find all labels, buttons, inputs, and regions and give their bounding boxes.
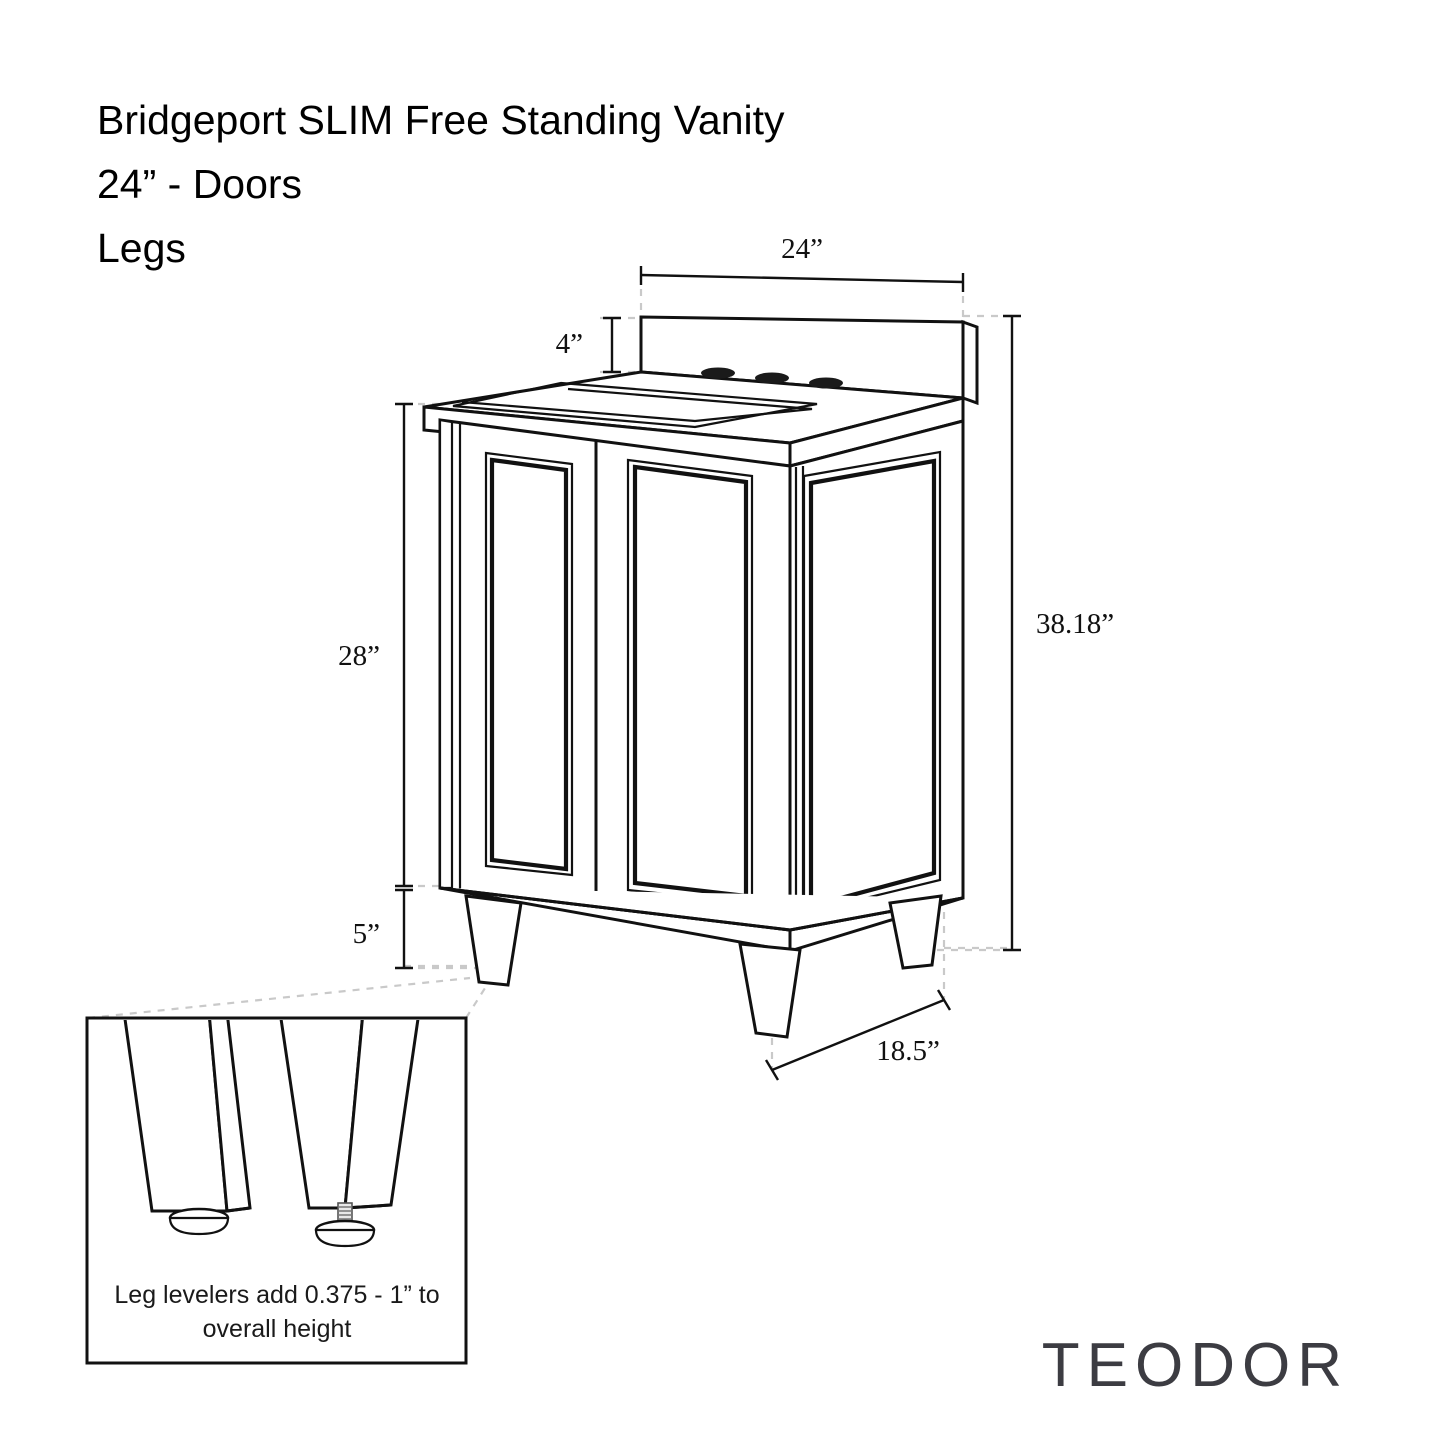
dimension-label-backsplash: 4” [556,328,583,360]
detail-caption-line-2: overall height [203,1315,352,1343]
cabinet-door-left[interactable] [484,441,598,908]
dimension-label-cabinet-height: 28” [338,640,380,672]
detail-leg-left [123,1020,252,1236]
title-line-1: Bridgeport SLIM Free Standing Vanity [97,97,785,143]
page-title: Bridgeport SLIM Free Standing Vanity 24”… [97,88,957,280]
vanity-illustration [422,315,979,1039]
detail-leveler-right [314,1202,376,1248]
faucet-hole-left [701,367,735,379]
leg-front-left [464,894,523,987]
leg-detail-drawing [123,1020,420,1248]
cabinet-bottom [439,886,964,954]
dimension-label-overall-height: 38.18” [1036,608,1114,640]
screw-threads-icon [338,1206,352,1224]
dimension-width-24: 24” [639,233,965,292]
title-line-2: 24” - Doors [97,161,303,207]
dimension-depth: 18.5” [764,989,952,1081]
dimension-label-depth: 18.5” [876,1035,940,1067]
sink-basin-outline [452,381,818,429]
countertop [422,370,965,468]
dimension-overall-height: 38.18” [1003,314,1114,952]
dimension-label-width: 24” [781,233,823,265]
brand-logo: TEODOR [1041,1331,1349,1400]
dimension-cabinet-height: 28” [338,402,413,888]
leg-front-right [738,942,802,1039]
faucet-hole-center [755,372,789,384]
side-panel-right [794,450,942,929]
dimension-leg-height: 5” [353,888,413,970]
detail-leg-right [279,1020,420,1248]
cabinet-body [438,418,965,932]
leg-back-right [888,894,943,970]
guide-lines [87,275,1012,1070]
dimension-backsplash-4: 4” [556,316,621,374]
faucet-hole-right [809,377,843,389]
detail-caption-line-1: Leg levelers add 0.375 - 1” to [114,1281,439,1309]
detail-leveler-left [168,1207,230,1236]
faucet-holes [701,367,843,389]
dimension-label-leg-height: 5” [353,918,380,950]
title-line-3: Legs [97,225,186,271]
leg-leveler-detail-inset: Leg levelers add 0.375 - 1” to overall h… [85,1016,468,1365]
